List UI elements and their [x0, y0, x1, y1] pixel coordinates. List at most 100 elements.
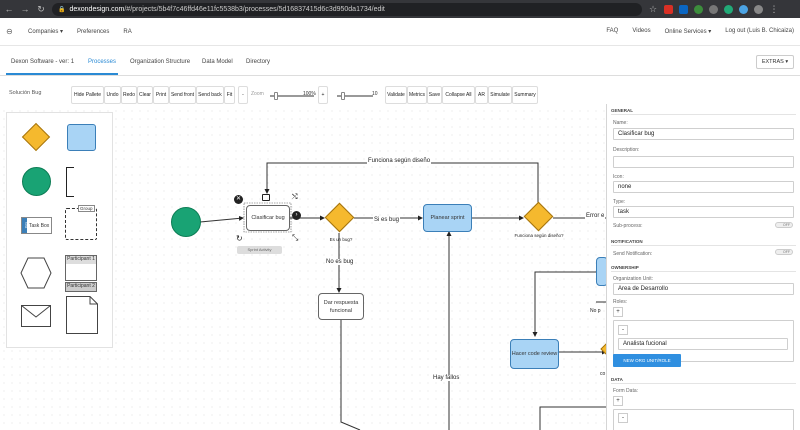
palette-task-box-label: Task Box: [29, 223, 50, 229]
palette-annotation[interactable]: [66, 167, 74, 197]
collapse-all-button[interactable]: Collapse All: [442, 86, 475, 104]
extension-icon-teal[interactable]: [724, 4, 733, 14]
org-unit-field[interactable]: Area de Desarrollo: [613, 283, 794, 295]
nav-preferences[interactable]: Preferences: [77, 28, 110, 35]
form-data-list: -: [613, 409, 794, 430]
logo-icon: ⊖: [6, 27, 13, 36]
avatar[interactable]: [754, 4, 763, 14]
form-data-label: Form Data:: [613, 388, 639, 394]
extension-icon-red[interactable]: [664, 4, 673, 14]
tab-processes[interactable]: Processes: [88, 59, 117, 65]
envelope-icon[interactable]: [21, 305, 51, 327]
task-dar-respuesta-funcional[interactable]: Dar respuesta funcional: [318, 293, 364, 320]
palette-gateway[interactable]: [21, 122, 51, 152]
name-field[interactable]: Clasificar bug: [613, 128, 794, 140]
nav-logout[interactable]: Log out (Luis B. Chicaiza): [725, 28, 794, 34]
zoom-out-button[interactable]: -: [238, 86, 248, 104]
task-planear-label: Planear sprint: [430, 215, 465, 221]
palette-task[interactable]: [67, 124, 96, 151]
url-bar[interactable]: 🔒 dexondesign.com/#/projects/5b4f7c46ffd…: [52, 2, 642, 16]
extension-icon-green[interactable]: [694, 4, 703, 14]
description-label: Description:: [613, 147, 640, 153]
summary-button[interactable]: Summary: [512, 86, 538, 104]
lock-icon: 🔒: [58, 6, 66, 13]
simulate-button[interactable]: Simulate: [488, 86, 512, 104]
back-icon[interactable]: ←: [4, 4, 14, 14]
hide-pallete-button[interactable]: Hide Pallete: [71, 86, 104, 104]
palette-hexagon[interactable]: [20, 257, 52, 289]
type-label: Type:: [613, 199, 626, 205]
task-hacer-code-review[interactable]: Hacer code review: [510, 339, 559, 369]
metrics-button[interactable]: Metrics: [407, 86, 427, 104]
palette-start-event[interactable]: [22, 167, 51, 196]
connect-node-icon[interactable]: ›: [292, 211, 301, 220]
resize-node-icon[interactable]: ⤡: [292, 233, 299, 242]
clear-button[interactable]: Clear: [137, 86, 153, 104]
reload-icon[interactable]: ↻: [37, 3, 45, 14]
tab-dexon-software[interactable]: Dexon Software - ver: 1: [11, 59, 75, 65]
add-role-button[interactable]: +: [613, 307, 623, 317]
menu-icon[interactable]: ⋮: [769, 3, 779, 14]
ar-button[interactable]: AR: [475, 86, 488, 104]
palette-participant-1-label: Participant 1: [66, 256, 96, 264]
save-button[interactable]: Save: [427, 86, 442, 104]
task-clasificar-bug[interactable]: Clasificar bug: [246, 205, 290, 231]
gateway-es-un-bug-label: Es un bug?: [329, 237, 353, 242]
rotate-node-icon[interactable]: ↻: [236, 234, 243, 243]
edge-label-no-p: No p: [589, 308, 602, 314]
zoom-label: Zoom: [251, 91, 264, 97]
nav-online-services[interactable]: Online Services ▾: [664, 29, 712, 35]
extras-button[interactable]: EXTRAS ▾: [756, 55, 794, 69]
add-form-data-button[interactable]: +: [613, 396, 623, 406]
star-icon[interactable]: ☆: [648, 3, 658, 14]
sprint-activity-chip[interactable]: Sprint Activity: [237, 246, 282, 254]
palette-task-box[interactable]: TASK Task Box: [21, 217, 52, 234]
send-notification-label: Send Notification:: [613, 251, 653, 257]
extension-icon-gray[interactable]: [709, 4, 718, 14]
send-back-button[interactable]: Send back: [196, 86, 224, 104]
zoom-in-button[interactable]: +: [318, 86, 328, 104]
toolbar: Solución Bug Hide Pallete Undo Redo Clea…: [0, 84, 800, 106]
icon-label: Icon:: [613, 174, 624, 180]
extension-icon-blue[interactable]: [739, 4, 748, 14]
redo-button[interactable]: Redo: [121, 86, 137, 104]
remove-form-data-button[interactable]: -: [618, 413, 628, 423]
tab-data-model[interactable]: Data Model: [202, 59, 233, 65]
validate-button[interactable]: Validate: [385, 86, 407, 104]
palette-participant-1[interactable]: Participant 1: [65, 255, 97, 281]
palette-group[interactable]: Group: [65, 205, 97, 240]
subprocess-toggle[interactable]: OFF: [775, 222, 793, 228]
delete-node-icon[interactable]: ✕: [234, 195, 243, 204]
undo-button[interactable]: Undo: [104, 86, 121, 104]
nav-companies[interactable]: Companies ▾: [28, 29, 64, 35]
shape-palette: TASK Task Box Group Participant 1 Partic…: [6, 112, 113, 348]
grid-slider[interactable]: [337, 95, 373, 97]
nav-videos[interactable]: Videos: [632, 28, 651, 34]
send-front-button[interactable]: Send front: [169, 86, 196, 104]
tab-directory[interactable]: Directory: [246, 59, 271, 65]
new-org-unit-role-button[interactable]: NEW ORG UNIT/ROLE: [613, 354, 681, 367]
tab-organization-structure[interactable]: Organization Structure: [130, 59, 191, 65]
nav-ra[interactable]: RA: [123, 28, 132, 35]
role-field[interactable]: Analista fucional: [618, 338, 788, 350]
zoom-slider-thumb[interactable]: [274, 92, 278, 100]
type-field[interactable]: task: [613, 206, 794, 218]
forward-icon[interactable]: →: [20, 4, 30, 14]
description-field[interactable]: [613, 156, 794, 168]
send-notification-toggle[interactable]: OFF: [775, 249, 793, 255]
shuffle-icon[interactable]: ⤭: [292, 194, 298, 201]
task-planear-sprint[interactable]: Planear sprint: [423, 204, 472, 232]
grid-slider-thumb[interactable]: [341, 92, 345, 100]
task-hacer-code-label: Hacer code review: [511, 351, 558, 357]
zoom-slider[interactable]: [270, 95, 314, 97]
palette-document[interactable]: [66, 296, 98, 334]
remove-role-button[interactable]: -: [618, 325, 628, 335]
palette-participant-2[interactable]: Participant 2: [65, 282, 97, 292]
nav-faq[interactable]: FAQ: [606, 28, 619, 34]
comment-icon[interactable]: [262, 194, 270, 201]
fit-button[interactable]: Fit: [224, 86, 235, 104]
linkedin-extension-icon[interactable]: [679, 4, 688, 14]
icon-field[interactable]: none: [613, 181, 794, 193]
print-button[interactable]: Print: [153, 86, 169, 104]
start-event[interactable]: [171, 207, 201, 237]
